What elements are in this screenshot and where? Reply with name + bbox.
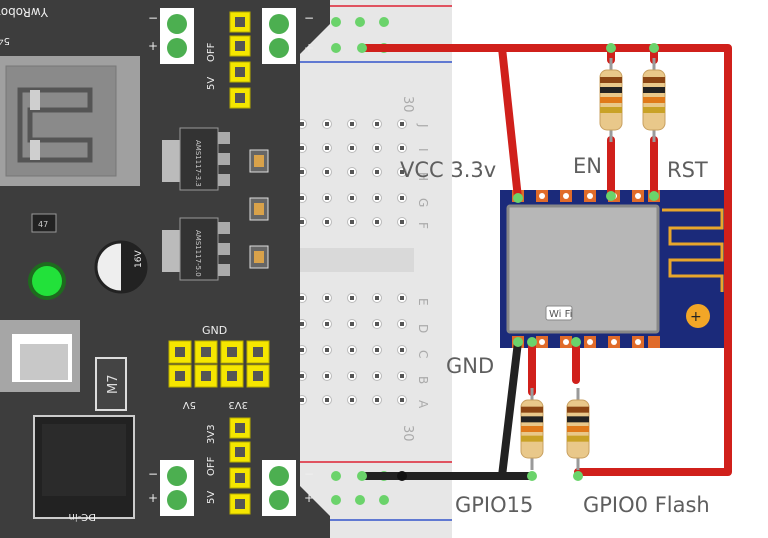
wifi-logo: Wi Fi: [549, 309, 572, 320]
dc-in-label: DC-in: [69, 511, 96, 522]
pcb-antenna: [662, 208, 724, 292]
regulator-1-label: AMS1117-3.3: [194, 140, 202, 187]
column-letter: F: [416, 222, 430, 229]
column-letter: C: [416, 350, 430, 358]
gpio15-pulldown-resistor: [520, 388, 544, 470]
svg-text:+: +: [304, 41, 314, 55]
row-number-bottom: 30: [400, 425, 415, 442]
power-led: [32, 266, 62, 296]
out-5v-label: 5V: [183, 399, 196, 410]
column-letter: D: [416, 324, 430, 333]
column-letter: B: [416, 376, 430, 384]
column-letter: H: [416, 172, 430, 181]
rst-pullup-resistor: [642, 58, 666, 142]
label-gnd: GND: [446, 354, 495, 378]
label-vcc: VCC 3.3v: [400, 158, 497, 182]
regulator-2-label: AMS1117-5.0: [194, 230, 202, 277]
svg-text:−: −: [304, 11, 314, 25]
svg-text:−: −: [304, 467, 314, 481]
code-label: 545043: [0, 35, 10, 46]
label-gpio0: GPIO0 Flash: [583, 493, 710, 517]
column-letter: E: [416, 298, 430, 306]
bee-logo: [686, 304, 710, 328]
capacitor-voltage: 16V: [134, 250, 144, 268]
svg-text:+: +: [690, 309, 702, 325]
jumper-top-off: OFF: [206, 42, 217, 62]
column-letters: J I H G F E D C B A: [416, 123, 430, 409]
resistors: [520, 58, 666, 470]
column-letter: A: [416, 400, 430, 409]
wire-endpoints: [357, 43, 659, 481]
jumper-headers: [168, 11, 270, 515]
svg-text:+: +: [304, 491, 314, 505]
esp8266-module: Wi Fi +: [500, 190, 728, 348]
column-letter: G: [416, 198, 430, 207]
en-pullup-resistor: [599, 58, 623, 142]
breadboard-holes: [297, 17, 407, 505]
svg-text:+: +: [148, 491, 158, 505]
power-supply-module: YwRobot 545043 47 100µ 16V AMS1117-3.3 A…: [0, 0, 330, 538]
jumper-top-5v: 5V: [206, 77, 217, 90]
row-number-top: 30: [400, 96, 415, 113]
svg-text:+: +: [148, 39, 158, 53]
diode-label: M7: [106, 375, 121, 395]
breadboard: 30 30 J I H G F E D C B A: [270, 0, 452, 538]
jumper-bottom-5v: 5V: [206, 491, 217, 504]
jumper-bottom-3v3: 3V3: [206, 424, 217, 444]
label-en: EN: [573, 154, 602, 178]
capacitor-value: 100µ: [121, 245, 131, 268]
label-rst: RST: [667, 158, 708, 182]
svg-text:−: −: [148, 11, 158, 25]
gpio0-pullup-resistor: [566, 388, 590, 470]
jumper-bottom-off: OFF: [206, 456, 217, 476]
svg-text:−: −: [148, 467, 158, 481]
smd-label: 47: [38, 220, 48, 229]
gnd-header-label: GND: [202, 324, 227, 337]
brand-label: YwRobot: [0, 5, 49, 19]
column-letter: J: [416, 123, 430, 128]
out-3v3-label: 3V3: [228, 399, 248, 410]
label-gpio15: GPIO15: [455, 493, 534, 517]
column-letter: I: [416, 148, 430, 152]
